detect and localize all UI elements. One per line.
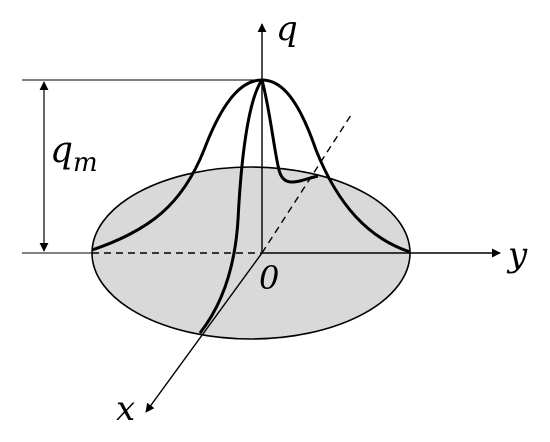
distribution-curve-x-section-front (198, 79, 264, 334)
origin-label: 0 (259, 259, 279, 297)
qm-label: qm (50, 130, 98, 178)
y-axis-label: y (506, 235, 528, 275)
q-axis-label: q (276, 9, 298, 49)
x-axis-label: x (116, 389, 135, 429)
distribution-curve-x-section-back (260, 79, 319, 184)
x-axis-dashed-negative (261, 111, 354, 254)
qm-label-main: q (50, 130, 73, 171)
x-axis (145, 252, 263, 413)
qm-label-subscript: m (73, 148, 98, 178)
